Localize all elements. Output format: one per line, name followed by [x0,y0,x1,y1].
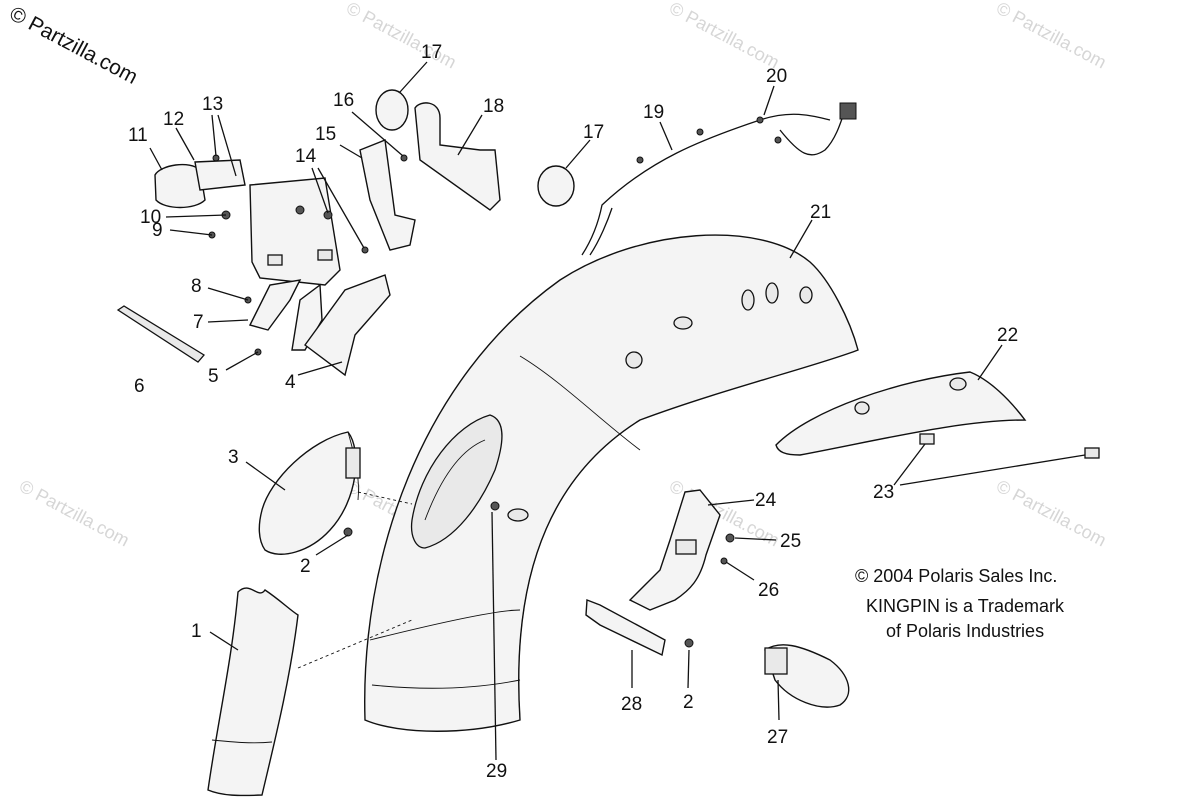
rear-fender [364,234,859,732]
wiring-harness [581,102,857,256]
callout-12: 12 [163,109,184,130]
watermark-faint: © Partzilla.com [993,0,1109,72]
copyright-text: © 2004 Polaris Sales Inc. [855,566,1057,586]
callout-18: 18 [483,96,504,117]
tail-lamp-lens [258,431,361,555]
leader-lines [149,61,1086,761]
callout-4: 4 [285,372,296,393]
callout-27: 27 [767,727,788,748]
callout-14: 14 [295,146,317,167]
callout-20: 20 [766,66,787,87]
callout-17: 17 [583,122,604,143]
callout-2: 2 [300,556,311,577]
bracket-24 [628,489,721,611]
reflector [116,305,205,363]
callout-15: 15 [315,124,336,145]
fender-tip [775,371,1100,459]
callout-9: 9 [152,220,163,241]
callout-17: 17 [421,42,442,63]
callout-8: 8 [191,276,202,297]
copyright-notes: © 2004 Polaris Sales Inc. KINGPIN is a T… [855,566,1065,641]
callout-7: 7 [193,312,204,333]
fender-trim [207,587,299,797]
callout-22: 22 [997,325,1018,346]
trademark-line-2: of Polaris Industries [886,621,1044,641]
watermark-faint: © Partzilla.com [993,476,1109,551]
reflector-brackets [375,89,575,211]
callout-6: 6 [134,376,145,397]
callout-10: 10 [140,207,161,228]
callout-5: 5 [208,366,219,387]
callout-1: 1 [191,621,202,642]
callout-16: 16 [333,90,354,111]
watermark-faint: © Partzilla.com [666,0,782,72]
callout-29: 29 [486,761,507,782]
callout-28: 28 [621,694,642,715]
callout-24: 24 [755,490,777,511]
callout-23: 23 [873,482,894,503]
callout-26: 26 [758,580,779,601]
callout-3: 3 [228,447,239,468]
trademark-line-1: KINGPIN is a Trademark [866,596,1065,616]
callout-19: 19 [643,102,664,123]
callout-labels: 1 2 2 3 4 5 6 7 8 9 10 11 12 13 14 15 16… [128,42,1018,782]
callout-11: 11 [128,125,148,146]
light-27 [764,644,850,708]
callout-25: 25 [780,531,801,552]
watermark-faint: © Partzilla.com [16,476,132,551]
watermark-main: © Partzilla.com [6,2,142,89]
license-bracket [248,139,416,377]
callout-21: 21 [810,202,831,223]
callout-13: 13 [202,94,223,115]
strip-28 [585,599,666,657]
callout-2: 2 [683,692,694,713]
license-lamp [154,159,246,209]
